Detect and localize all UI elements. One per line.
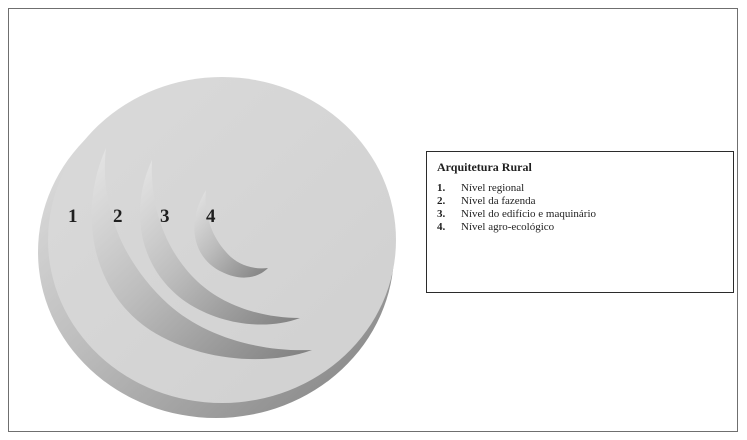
legend-box: Arquitetura Rural 1. Nível regional 2. N… [426,151,734,293]
tier-2-edge [91,148,312,360]
legend-item-label: Nível do edifício e maquinário [461,208,597,220]
legend-item-number: 4. [437,221,446,233]
legend-item-number: 3. [437,208,446,220]
legend-item-label: Nível da fazenda [461,195,536,207]
legend-item-number: 1. [437,182,446,194]
legend-item: 3. Nível do edifício e maquinário [437,208,723,221]
legend-item-number: 2. [437,195,446,207]
legend-item-label: Nível regional [461,182,525,194]
tier-3-edge [139,160,300,325]
legend-item: 4. Nível agro-ecológico [437,221,723,234]
level-1-label: 1 [68,206,78,227]
level-4-label: 4 [206,206,216,227]
legend-list: 1. Nível regional 2. Nível da fazenda 3.… [437,182,723,234]
legend-item: 2. Nível da fazenda [437,195,723,208]
tier-4-edge [194,190,268,278]
level-2-label: 2 [113,206,123,227]
legend-item-label: Nível agro-ecológico [461,221,555,233]
legend-item: 1. Nível regional [437,182,723,195]
tier-1-face [48,77,396,403]
legend-title: Arquitetura Rural [437,160,532,174]
level-3-label: 3 [160,206,170,227]
